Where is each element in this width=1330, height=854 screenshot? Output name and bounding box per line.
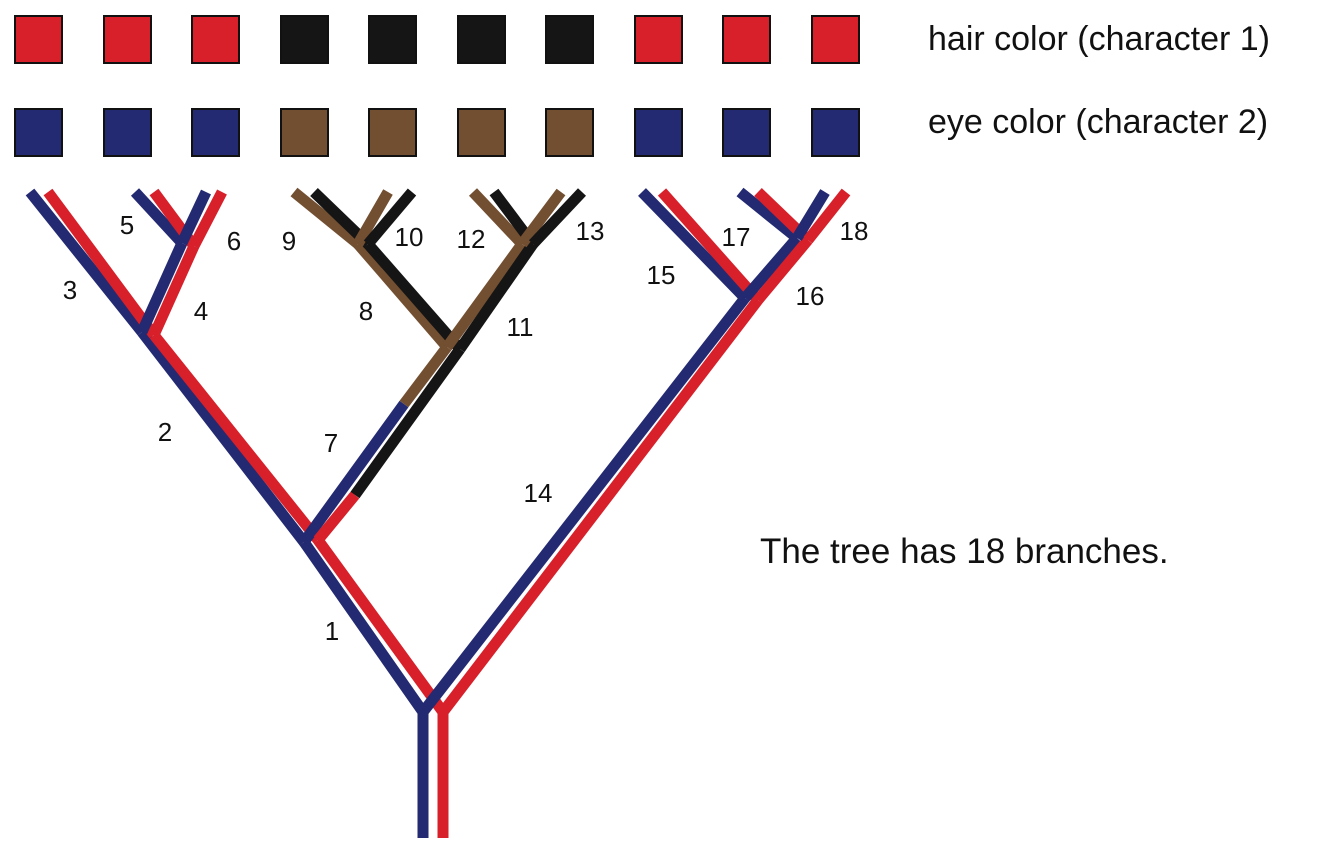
eye-color-label: eye color (character 2): [928, 103, 1269, 141]
branch-1-eye-line: [299, 538, 428, 716]
hair-color-square-5: [368, 15, 417, 64]
hair-color-square-6: [457, 15, 506, 64]
branch-label-12: 12: [457, 224, 486, 254]
branch-label-13: 13: [576, 216, 605, 246]
branch-label-18: 18: [840, 216, 869, 246]
eye-color-square-6: [457, 108, 506, 157]
branch-label-1: 1: [325, 616, 339, 646]
branch-18-eye-line: [792, 189, 830, 241]
eye-color-square-5: [368, 108, 417, 157]
hair-color-square-3: [191, 15, 240, 64]
branch-3-hair-line: [43, 188, 159, 339]
eye-color-square-2: [103, 108, 152, 157]
eye-color-square-10: [811, 108, 860, 157]
branch-5-eye-line: [130, 188, 187, 247]
branch-label-5: 5: [120, 210, 134, 240]
branch-13-eye-line: [517, 188, 566, 248]
eye-color-square-1: [14, 108, 63, 157]
branch-label-10: 10: [395, 222, 424, 252]
branch-14-eye-line: [418, 294, 750, 716]
eye-color-square-3: [191, 108, 240, 157]
branch-6-eye-line: [177, 189, 211, 246]
branch-16-hair-line: [753, 236, 813, 304]
branch-7-eye-line-ancestral: [299, 400, 409, 546]
hair-color-square-10: [811, 15, 860, 64]
branch-7-hair-line-ancestral: [313, 491, 360, 544]
branch-15-hair-line: [657, 188, 763, 304]
branch-label-9: 9: [282, 226, 296, 256]
branch-14-hair-line: [438, 296, 763, 716]
hair-color-square-7: [545, 15, 594, 64]
eye-color-square-9: [722, 108, 771, 157]
branch-label-11: 11: [507, 312, 534, 342]
branch-3-eye-line: [25, 188, 147, 336]
branch-label-16: 16: [796, 281, 825, 311]
hair-color-label: hair color (character 1): [928, 20, 1271, 58]
branch-11-hair-line: [455, 240, 538, 353]
branch-label-7: 7: [324, 428, 338, 458]
branch-1-hair-line: [313, 536, 448, 716]
branch-2-hair-line: [149, 331, 323, 544]
branch-10-eye-line: [353, 189, 393, 247]
branch-16-eye-line: [740, 234, 802, 302]
branch-7-eye-line-derived: [399, 343, 452, 408]
branch-7-hair-line-derived: [350, 345, 465, 499]
branch-label-14: 14: [524, 478, 553, 508]
eye-color-square-7: [545, 108, 594, 157]
branch-label-3: 3: [63, 275, 77, 305]
branch-13-hair-line: [528, 188, 587, 248]
hair-color-square-8: [634, 15, 683, 64]
branch-8-hair-line: [363, 240, 465, 353]
branch-10-hair-line: [363, 188, 417, 248]
hair-color-squares: [14, 15, 860, 64]
eye-color-square-8: [634, 108, 683, 157]
branch-6-hair-line: [189, 189, 227, 249]
hair-color-square-1: [14, 15, 63, 64]
hair-color-square-9: [722, 15, 771, 64]
hair-color-square-4: [280, 15, 329, 64]
branch-label-2: 2: [158, 417, 172, 447]
eye-color-square-4: [280, 108, 329, 157]
branch-9-eye-line: [290, 187, 362, 249]
branch-8-eye-line: [353, 240, 452, 351]
branch-label-6: 6: [227, 226, 241, 256]
branch-2-eye-line: [137, 328, 309, 546]
branch-17-eye-line: [736, 187, 801, 243]
hair-color-square-2: [103, 15, 152, 64]
branch-label-17: 17: [722, 222, 751, 252]
branch-label-4: 4: [194, 296, 208, 326]
branch-label-8: 8: [359, 296, 373, 326]
tree-branches: [25, 187, 851, 838]
branch-12-eye-line: [468, 188, 527, 248]
branch-15-eye-line: [638, 188, 749, 302]
branch-count-caption: The tree has 18 branches.: [760, 532, 1169, 571]
branch-4-hair-line: [148, 243, 200, 338]
eye-color-squares: [14, 108, 860, 157]
branch-label-15: 15: [647, 260, 676, 290]
branch-4-eye-line: [136, 240, 188, 335]
branch-11-eye-line: [442, 240, 527, 351]
branch-18-hair-line: [803, 188, 851, 244]
